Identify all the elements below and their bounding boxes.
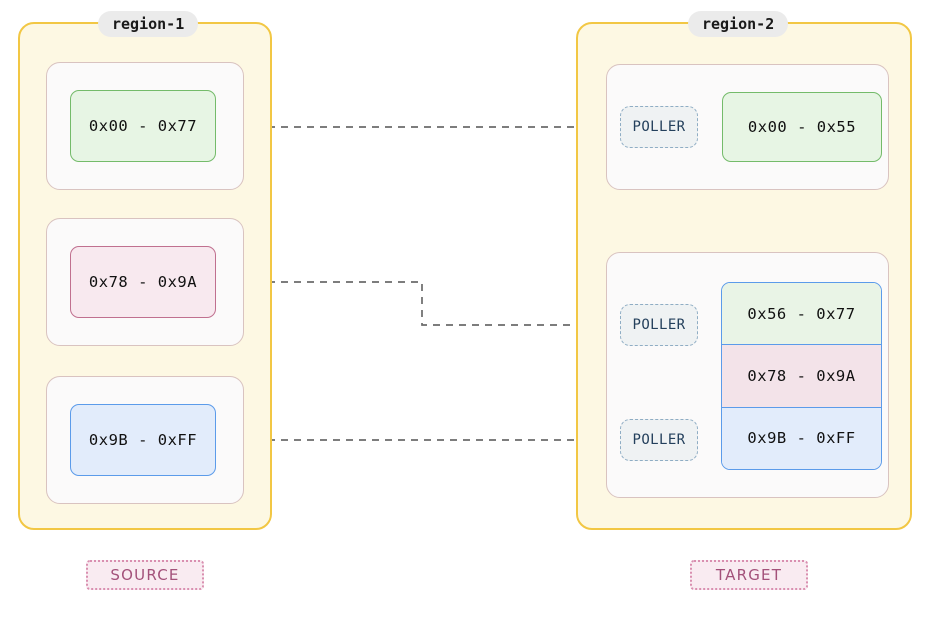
region-1-label: region-1 (98, 11, 199, 37)
edge-source-pink-to-poller2 (216, 281, 616, 330)
stack-segment-green[interactable]: 0x56 - 0x77 (722, 283, 881, 346)
target-block-green[interactable]: 0x00 - 0x55 (722, 92, 882, 162)
poller-1[interactable]: POLLER (620, 106, 698, 148)
target-stack[interactable]: 0x56 - 0x77 0x78 - 0x9A 0x9B - 0xFF (721, 282, 882, 470)
stack-segment-pink[interactable]: 0x78 - 0x9A (722, 345, 881, 408)
source-block-pink[interactable]: 0x78 - 0x9A (70, 246, 216, 318)
source-badge: SOURCE (86, 560, 204, 590)
poller-2[interactable]: POLLER (620, 304, 698, 346)
source-block-blue[interactable]: 0x9B - 0xFF (70, 404, 216, 476)
poller-3[interactable]: POLLER (620, 419, 698, 461)
source-block-green[interactable]: 0x00 - 0x77 (70, 90, 216, 162)
stack-segment-blue[interactable]: 0x9B - 0xFF (722, 407, 881, 469)
target-badge: TARGET (690, 560, 808, 590)
region-2-label: region-2 (688, 11, 789, 37)
